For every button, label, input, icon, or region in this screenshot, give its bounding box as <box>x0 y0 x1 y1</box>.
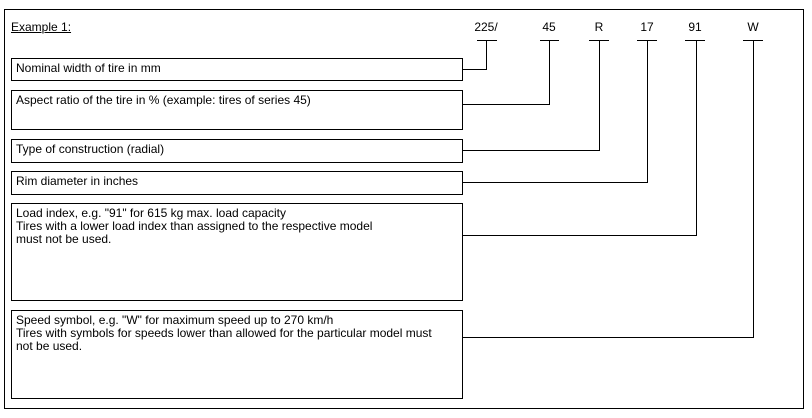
code-speed-symbol: W <box>747 20 759 34</box>
code-rim-diameter: 17 <box>640 20 654 34</box>
example-title: Example 1: <box>11 20 72 34</box>
box-load-index-line-3: must not be used. <box>16 232 112 246</box>
code-aspect-ratio: 45 <box>542 20 556 34</box>
box-load-index-line-2: Tires with a lower load index than assig… <box>16 219 373 233</box>
box-nominal-width: Nominal width of tire in mm <box>11 58 463 81</box>
leader-speed-symbol <box>463 40 754 338</box>
code-construction: R <box>594 20 604 34</box>
box-speed-symbol-line-1: Speed symbol, e.g. "W" for maximum speed… <box>16 313 334 327</box>
code-width: 225/ <box>474 20 498 34</box>
box-load-index-line-1: Load index, e.g. "91" for 615 kg max. lo… <box>16 206 287 220</box>
box-speed-symbol: Speed symbol, e.g. "W" for maximum speed… <box>11 310 463 399</box>
box-speed-symbol-line-3: not be used. <box>16 339 83 353</box>
leader-construction <box>463 40 600 151</box>
box-load-index: Load index, e.g. "91" for 615 kg max. lo… <box>11 203 463 301</box>
diagram-frame <box>4 9 804 409</box>
box-construction-text: Type of construction (radial) <box>16 142 165 156</box>
box-rim-diameter: Rim diameter in inches <box>11 171 463 195</box>
box-rim-diameter-text: Rim diameter in inches <box>16 174 139 188</box>
box-construction: Type of construction (radial) <box>11 139 463 163</box>
box-speed-symbol-line-2: Tires with symbols for speeds lower than… <box>16 326 432 340</box>
leader-load-index <box>463 40 697 236</box>
leader-aspect-ratio <box>463 40 550 105</box>
box-aspect-ratio-text: Aspect ratio of the tire in % (example: … <box>16 93 311 107</box>
leader-width <box>463 40 487 70</box>
box-aspect-ratio: Aspect ratio of the tire in % (example: … <box>11 90 463 130</box>
leader-rim-diameter <box>463 40 648 183</box>
box-nominal-width-text: Nominal width of tire in mm <box>16 61 161 75</box>
code-load-index: 91 <box>688 20 702 34</box>
